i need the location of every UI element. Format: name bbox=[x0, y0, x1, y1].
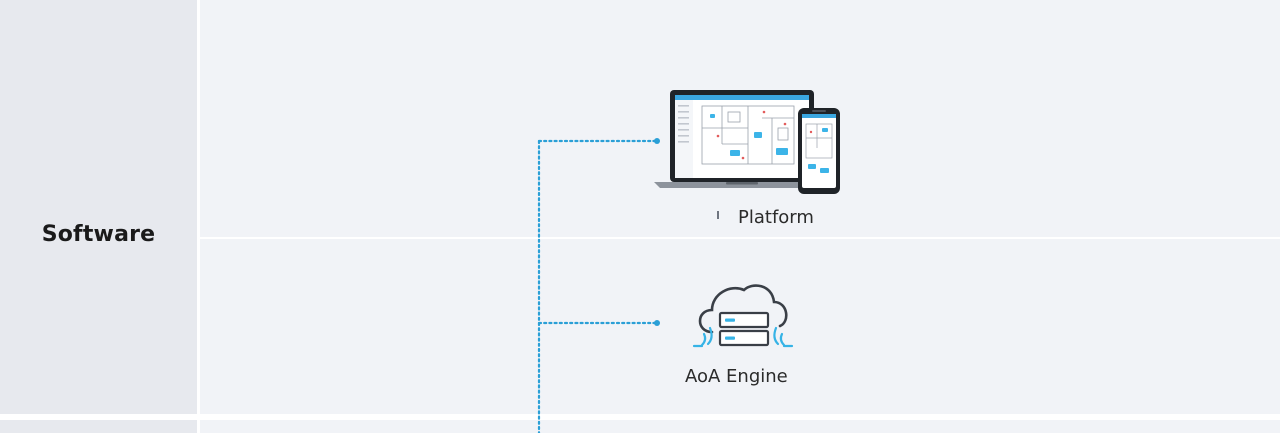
section-divider bbox=[0, 414, 1280, 420]
next-row-content-area bbox=[200, 420, 1280, 433]
caption-tick-mark bbox=[717, 211, 719, 219]
platform-caption: Platform bbox=[738, 207, 814, 228]
connector-end-aoa-engine bbox=[654, 320, 660, 326]
aoa-engine-caption: AoA Engine bbox=[685, 366, 788, 387]
laptop-phone-dashboard-icon bbox=[654, 90, 840, 194]
column-gap bbox=[197, 0, 200, 433]
row-label-software: Software bbox=[41, 222, 156, 247]
next-row-label-column bbox=[0, 420, 197, 433]
cloud-server-icon bbox=[692, 284, 794, 348]
row-divider bbox=[200, 237, 1280, 239]
row-label-column bbox=[0, 0, 197, 414]
connector-end-platform bbox=[654, 138, 660, 144]
